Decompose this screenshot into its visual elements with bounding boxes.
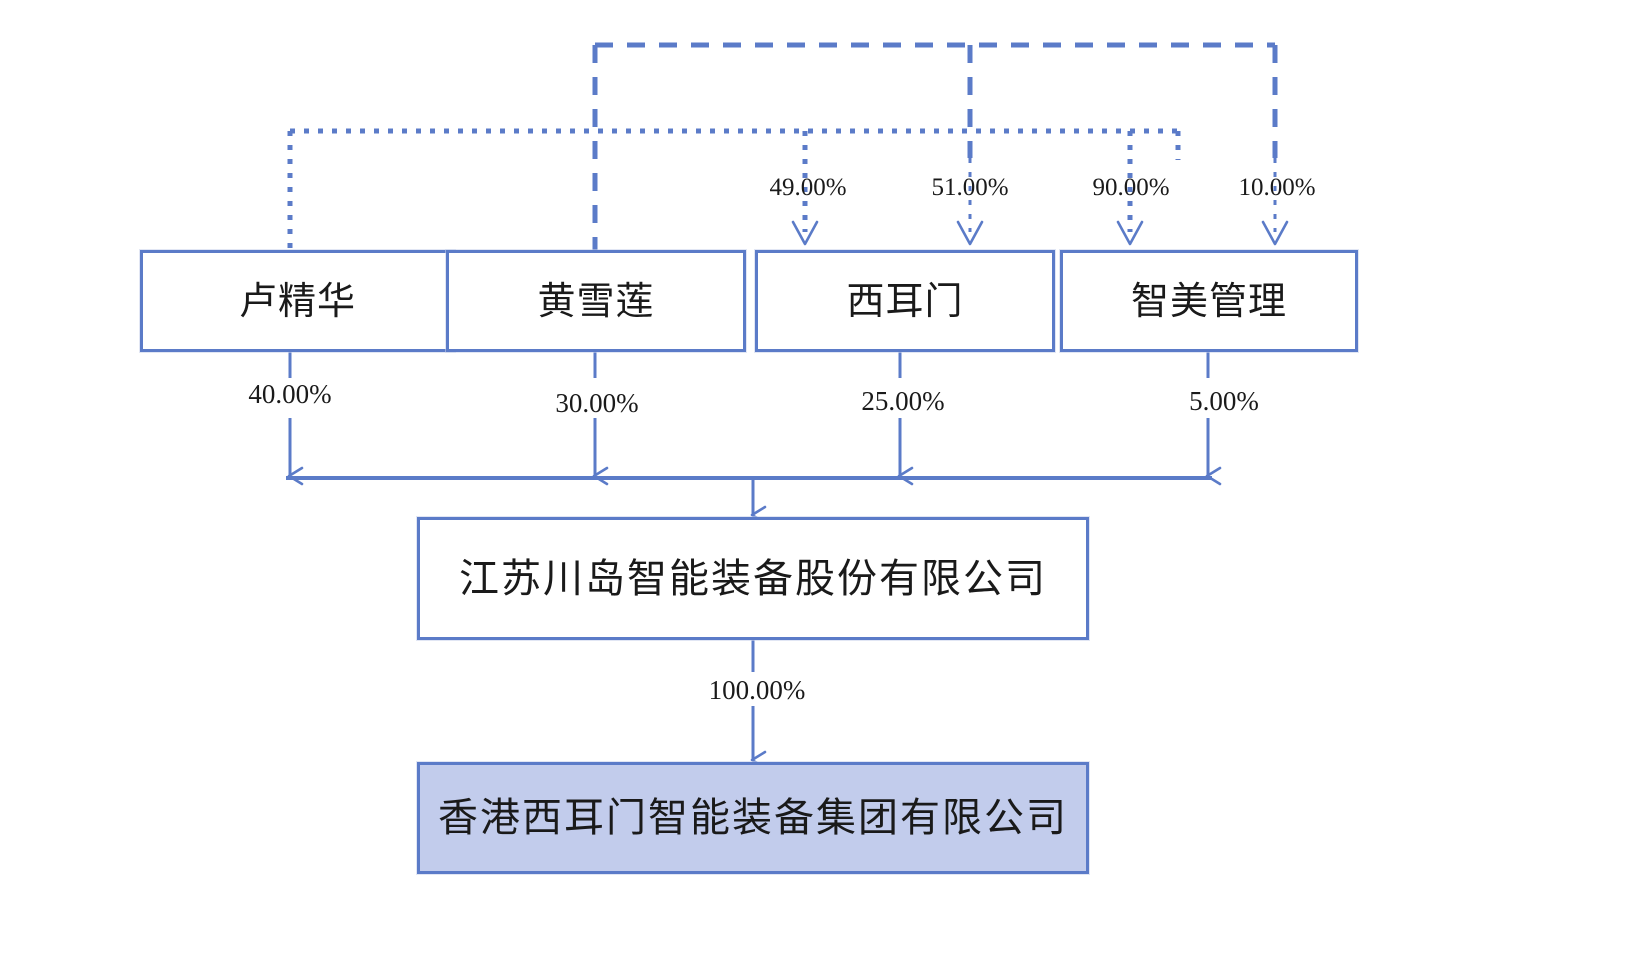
dashed-arrowheads: [956, 220, 1289, 246]
percentage-label-100: 100.00%: [708, 675, 806, 705]
node-box-huang-xuelian[interactable]: 黄雪莲: [446, 250, 746, 352]
node-box-lu-jinghua[interactable]: 卢精华: [140, 250, 455, 352]
node-box-main-entity[interactable]: 江苏川岛智能装备股份有限公司: [417, 517, 1089, 640]
percentage-label-30: 30.00%: [555, 388, 639, 418]
node-label-subsidiary: 香港西耳门智能装备集团有限公司: [438, 795, 1068, 841]
percentage-label-51: 51.00%: [931, 174, 1009, 201]
percentage-label-5: 5.00%: [1189, 386, 1259, 416]
ownership-drop-lines: [287, 352, 1222, 486]
node-box-zhimei-guanli[interactable]: 智美管理: [1060, 250, 1358, 352]
node-label-zhimei-guanli: 智美管理: [1130, 279, 1287, 323]
percentage-label-25: 25.00%: [861, 386, 945, 416]
node-label-huang-xuelian: 黄雪莲: [537, 279, 655, 323]
dashed-connector-huang-xuelian: [592, 42, 1278, 250]
node-box-subsidiary[interactable]: 香港西耳门智能装备集团有限公司: [417, 762, 1089, 874]
node-label-lu-jinghua: 卢精华: [238, 279, 356, 323]
dotted-arrowheads: [791, 220, 1144, 246]
node-label-xiermen: 西耳门: [846, 279, 964, 323]
node-box-xiermen[interactable]: 西耳门: [755, 250, 1055, 352]
percentage-label-90: 90.00%: [1092, 174, 1170, 201]
percentage-label-40: 40.00%: [248, 379, 332, 409]
percentage-label-10: 10.00%: [1238, 174, 1316, 201]
dotted-connector-lu-jinghua: [287, 128, 1181, 250]
node-label-main-entity: 江苏川岛智能装备股份有限公司: [459, 555, 1047, 602]
percentage-label-49: 49.00%: [769, 174, 847, 201]
